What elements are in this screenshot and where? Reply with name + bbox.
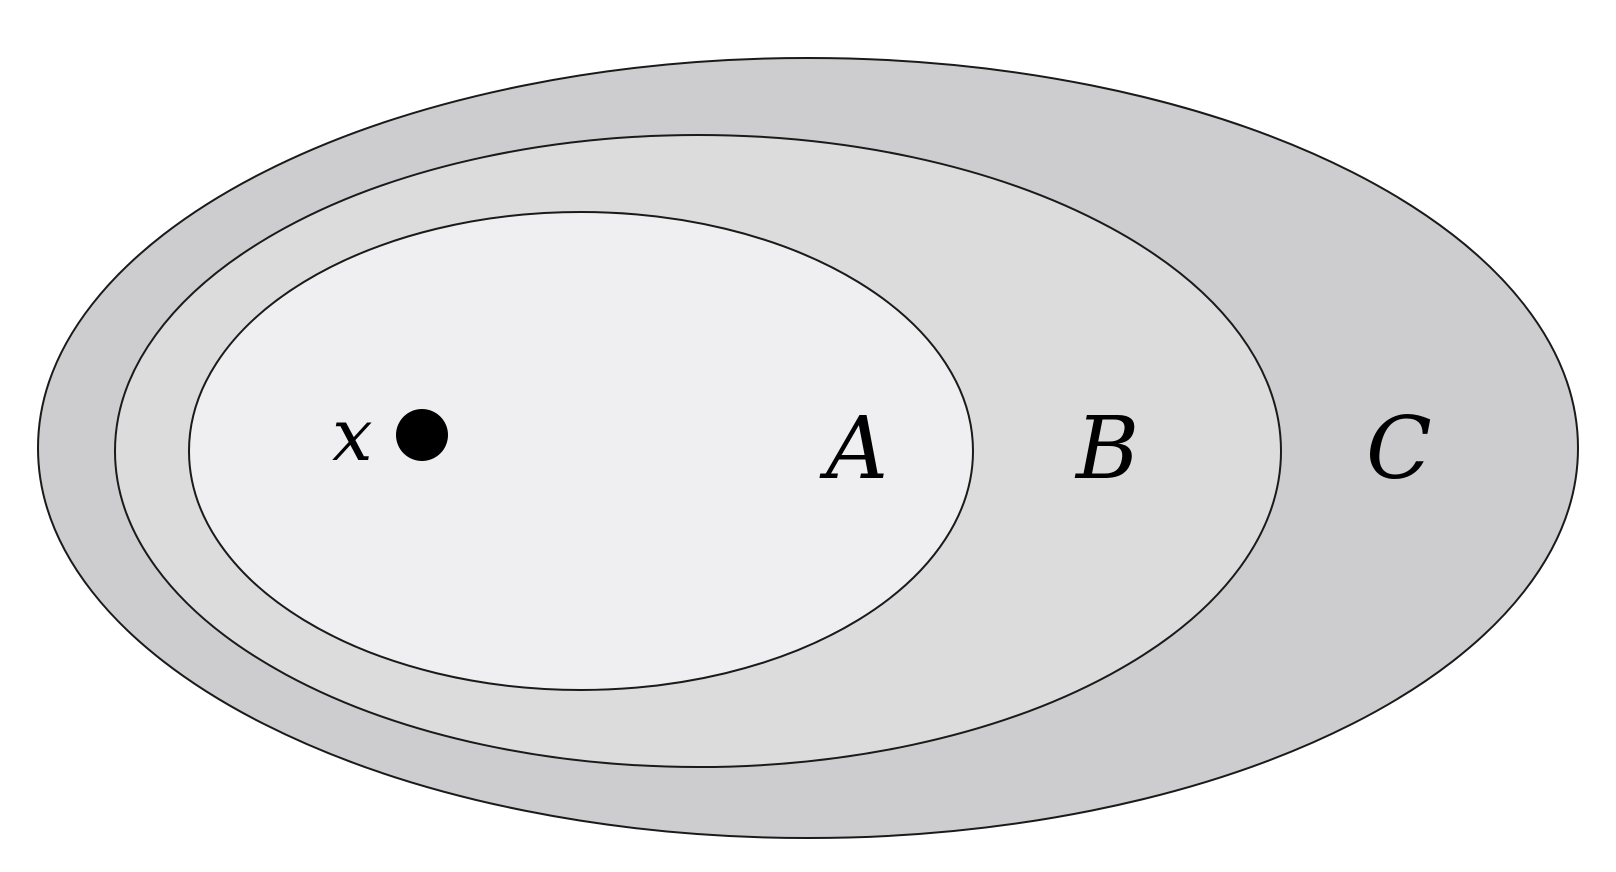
set-a-region [188, 211, 974, 691]
set-a-label: A [819, 399, 888, 499]
set-c-label: C [1366, 399, 1432, 499]
set-b-label: B [1074, 399, 1139, 499]
element-x-point [396, 409, 448, 461]
element-x-label: x [332, 393, 373, 477]
